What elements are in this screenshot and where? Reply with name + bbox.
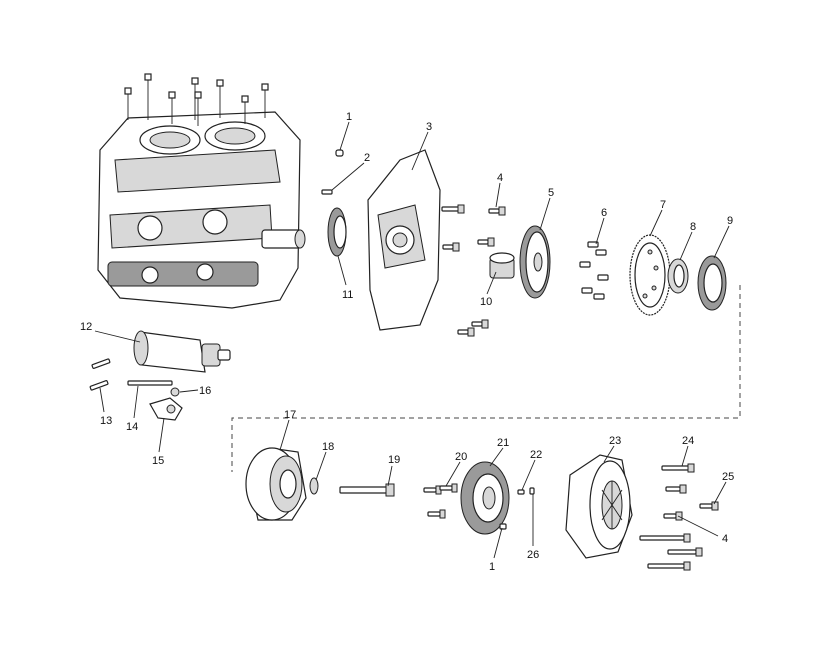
stator-pin bbox=[517, 489, 525, 495]
callout-1-top: 1 bbox=[346, 111, 352, 123]
gear bbox=[519, 225, 551, 299]
stud bbox=[127, 380, 173, 386]
callout-19: 19 bbox=[388, 454, 400, 466]
callout-23: 23 bbox=[609, 435, 621, 447]
leader-lines bbox=[94, 121, 730, 559]
callout-10: 10 bbox=[480, 296, 492, 308]
callout-8: 8 bbox=[690, 221, 696, 233]
gear-bolts bbox=[579, 241, 609, 300]
bearing bbox=[667, 258, 689, 294]
callout-18: 18 bbox=[322, 441, 334, 453]
callout-21: 21 bbox=[497, 437, 509, 449]
callout-20: 20 bbox=[455, 451, 467, 463]
nut bbox=[170, 387, 180, 397]
callout-14: 14 bbox=[126, 421, 138, 433]
crankcase-cover bbox=[367, 149, 441, 331]
engine-block bbox=[97, 73, 306, 309]
callout-2: 2 bbox=[364, 152, 370, 164]
cable-terminal bbox=[149, 397, 183, 421]
drive-sprocket bbox=[327, 207, 347, 257]
starter-motor bbox=[133, 330, 231, 373]
grommet bbox=[529, 487, 535, 495]
callout-6: 6 bbox=[601, 207, 607, 219]
stator bbox=[460, 461, 510, 535]
pin bbox=[321, 189, 333, 195]
callout-13: 13 bbox=[100, 415, 112, 427]
callout-numbers: 1 2 3 4 5 6 7 8 9 10 11 12 13 14 15 16 1… bbox=[80, 111, 734, 573]
flywheel-bolt bbox=[339, 483, 395, 497]
callout-25: 25 bbox=[722, 471, 734, 483]
dowel-pin-lower bbox=[499, 523, 507, 530]
flywheel bbox=[245, 447, 307, 521]
callout-7: 7 bbox=[660, 199, 666, 211]
magneto-cover bbox=[565, 454, 633, 559]
stator-bolts bbox=[423, 483, 458, 519]
callout-12: 12 bbox=[80, 321, 92, 333]
callout-9: 9 bbox=[727, 215, 733, 227]
callout-4-top: 4 bbox=[497, 172, 503, 184]
oil-seal bbox=[697, 255, 727, 311]
callout-11: 11 bbox=[342, 289, 353, 301]
cover-bolts bbox=[441, 204, 506, 337]
callout-22: 22 bbox=[530, 449, 542, 461]
callout-1-bottom: 1 bbox=[489, 561, 495, 573]
bushing bbox=[489, 252, 515, 279]
callout-16: 16 bbox=[199, 385, 211, 397]
starter-bolts bbox=[89, 358, 111, 391]
callout-4-bottom: 4 bbox=[722, 533, 728, 545]
callout-17: 17 bbox=[284, 409, 296, 421]
callout-24: 24 bbox=[682, 435, 694, 447]
callout-26: 26 bbox=[527, 549, 539, 561]
callout-15: 15 bbox=[152, 455, 164, 467]
ring-gear bbox=[629, 234, 671, 316]
assembly-path-line bbox=[231, 285, 741, 472]
washer bbox=[309, 477, 319, 495]
callout-5: 5 bbox=[548, 187, 554, 199]
callout-3: 3 bbox=[426, 121, 432, 133]
dowel-pin bbox=[335, 149, 344, 157]
